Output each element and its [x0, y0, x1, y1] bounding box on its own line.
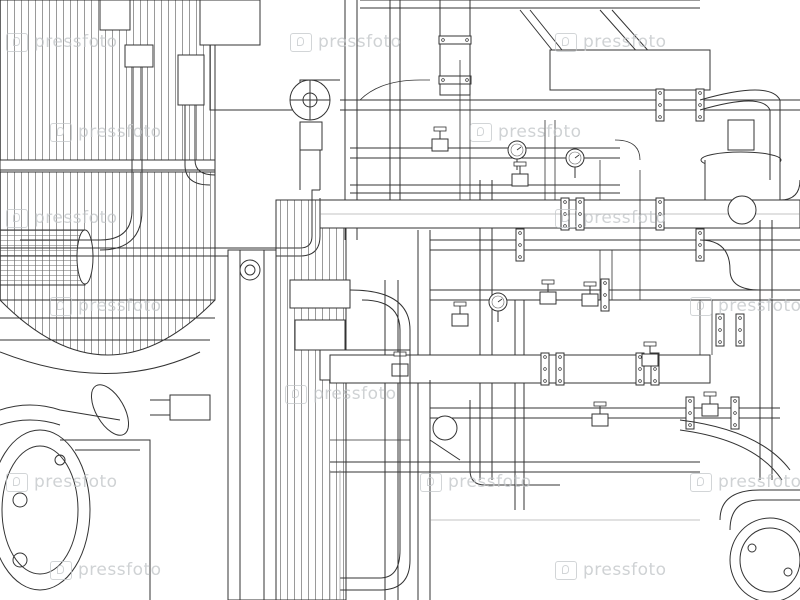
support-column — [227, 249, 277, 600]
lower-left-pump — [0, 384, 211, 600]
lower-bends — [329, 289, 700, 600]
small-tubing — [330, 60, 713, 441]
curved-pipe-right — [679, 89, 791, 481]
vertical-pipe-bundle — [344, 0, 525, 600]
vessel-top-pipes — [20, 0, 340, 251]
secondary-column — [275, 199, 411, 600]
control-valve-right — [700, 119, 800, 225]
handwheel-valve — [289, 79, 331, 190]
horizontal-headers — [319, 0, 800, 473]
lower-right-pump — [719, 489, 800, 600]
pressure-gauges — [488, 140, 585, 323]
